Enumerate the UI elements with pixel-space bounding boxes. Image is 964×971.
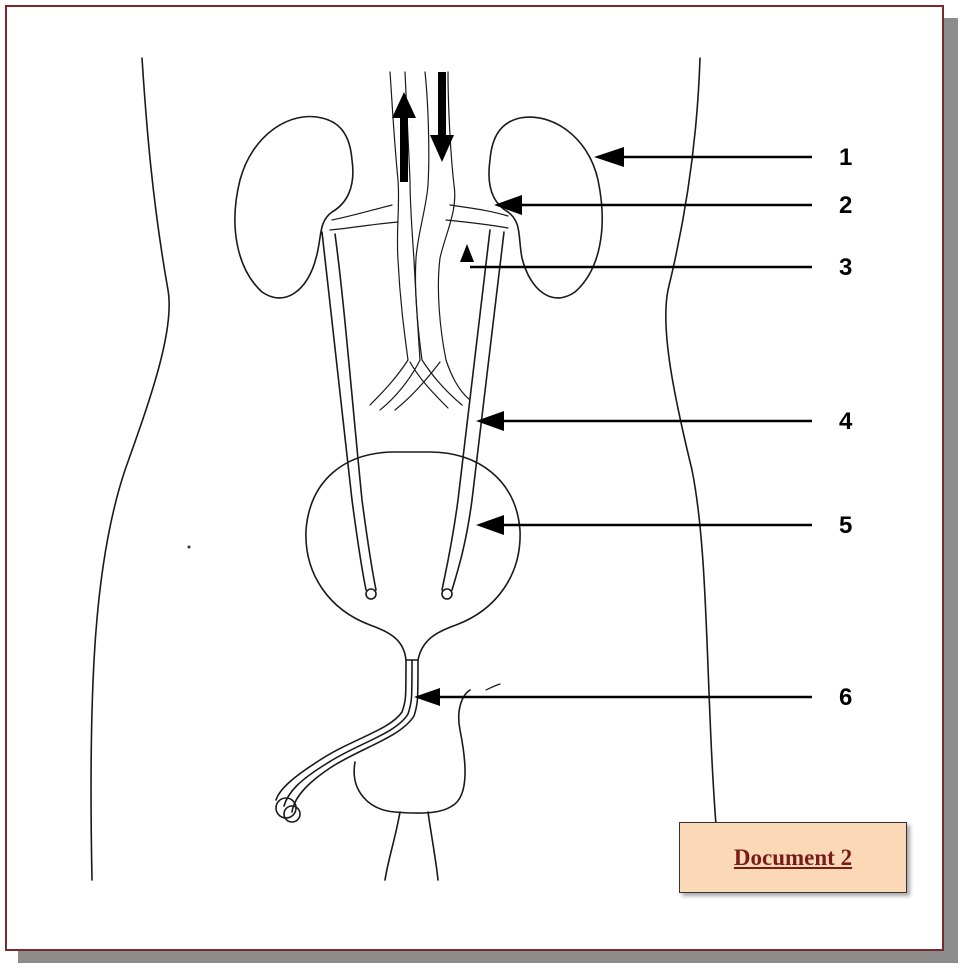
pointer-4 bbox=[476, 411, 812, 431]
label-2: 2 bbox=[839, 192, 852, 219]
ureter-right-wall bbox=[452, 232, 504, 590]
stray-dot bbox=[188, 546, 191, 549]
pointer-6 bbox=[414, 688, 812, 706]
body-outline-right bbox=[666, 58, 718, 850]
renal-vessel-right bbox=[446, 205, 508, 228]
scrotum bbox=[354, 690, 470, 813]
pointer-1 bbox=[594, 147, 812, 167]
arrow-up-icon bbox=[392, 92, 416, 182]
bladder bbox=[306, 452, 520, 660]
iliac-branches bbox=[370, 360, 470, 410]
label-1: 1 bbox=[839, 144, 852, 171]
pointer-2 bbox=[494, 195, 812, 215]
label-5: 5 bbox=[839, 512, 852, 539]
ureter-left-opening bbox=[366, 589, 376, 599]
body-outline-left bbox=[91, 58, 169, 880]
label-4: 4 bbox=[839, 408, 853, 435]
vena-cava-vessel bbox=[415, 72, 428, 360]
ureter-left bbox=[322, 232, 366, 590]
urethra-wall bbox=[292, 660, 418, 812]
kidney-left bbox=[235, 117, 353, 298]
pointer-5 bbox=[476, 515, 812, 535]
document-label: Document 2 bbox=[734, 845, 852, 871]
leg-line-left bbox=[385, 812, 400, 880]
urethra-inner bbox=[284, 660, 412, 806]
renal-vessel-left bbox=[330, 205, 398, 230]
label-6: 6 bbox=[839, 684, 852, 711]
arrow-up-small-icon bbox=[460, 244, 474, 262]
document-label-box: Document 2 bbox=[679, 822, 907, 893]
ureter-left-wall bbox=[335, 234, 376, 590]
urethra bbox=[276, 660, 406, 800]
leg-line-right bbox=[428, 812, 438, 880]
crease-line bbox=[486, 684, 500, 690]
label-3: 3 bbox=[839, 254, 852, 281]
ureter-right-opening bbox=[442, 589, 452, 599]
